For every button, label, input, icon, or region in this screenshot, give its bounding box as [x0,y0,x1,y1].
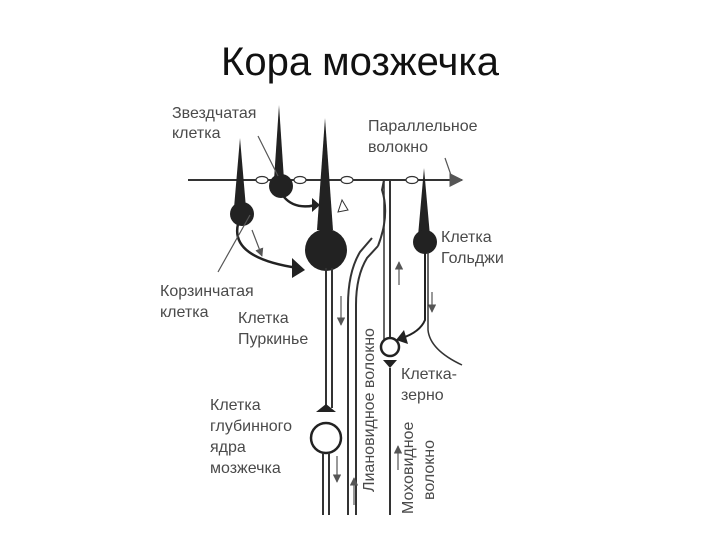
label-pointers [217,135,279,273]
stellate-cell [269,105,320,212]
label-parallel-line2: волокно [368,139,428,156]
climbing-fiber [337,179,387,515]
label-purkinje-line2: Пуркинье [238,331,308,348]
golgi-cell [396,168,437,344]
label-mossy-line1: Моховидное [400,422,417,514]
label-deep-line1: Клетка [210,397,261,414]
label-purkinje-line1: Клетка [238,310,289,327]
label-golgi-line2: Гольджи [441,250,504,267]
label-deep-line3: ядра [210,439,246,456]
deep-nucleus-cell [309,421,343,515]
label-granule-line2: зерно [401,387,444,404]
label-parallel-line1: Параллельное [368,118,478,135]
basket-cell [230,138,305,278]
label-stellate-line1: Звездчатая [172,105,256,122]
label-mossy-line2: волокно [421,440,438,500]
slide-title: Кора мозжечка [221,40,499,84]
granule-cell [379,336,401,368]
parallel-fiber-synapses [255,175,419,185]
mossy-fiber [389,252,463,515]
label-golgi-line1: Клетка [441,229,492,246]
label-deep-line4: мозжечка [210,460,281,477]
label-climbing-fiber: Лиановидное волокно [361,328,378,492]
label-stellate-line2: клетка [172,125,221,142]
label-basket-line1: Корзинчатая [160,283,254,300]
parallel-fiber-pointer [444,157,453,179]
purkinje-cell [305,118,347,412]
label-granule-line1: Клетка- [401,366,457,383]
label-deep-line2: глубинного [210,418,292,435]
label-basket-line2: клетка [160,304,209,321]
granule-ascending-axon [383,180,404,340]
